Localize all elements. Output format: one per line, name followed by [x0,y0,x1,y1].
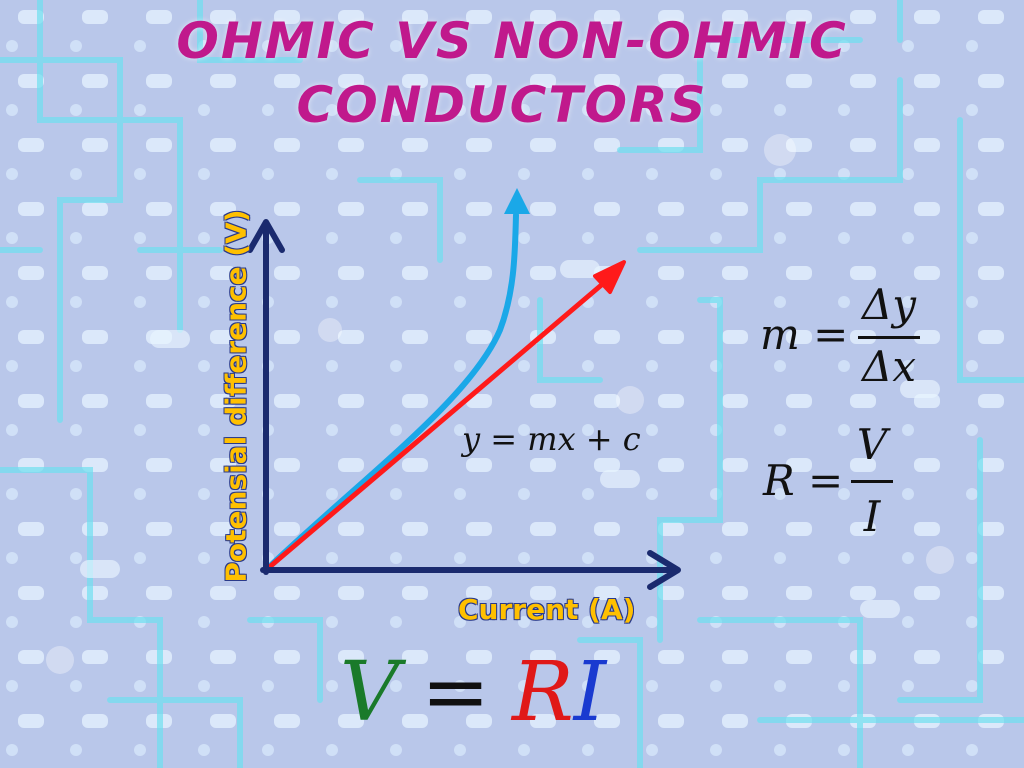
resistance-lhs: R = [763,456,844,505]
ohmic-line [263,273,615,573]
non-ohmic-arrowhead [504,188,530,214]
ohms-law-v: V [340,645,400,740]
resistance-fraction-bar [851,480,893,483]
resistance-denominator: I [863,492,881,541]
slide-title-line1: OHMIC VS NON-OHMIC [176,12,848,70]
non-ohmic-curve [263,212,519,573]
ohms-law-equation: V=RI [340,648,606,738]
gradient-numerator: Δy [861,280,917,329]
line-equation: y = mx + c [462,420,641,458]
resistance-numerator: V [856,420,888,469]
x-axis-arrowhead [647,550,681,590]
ohms-law-i: I [573,645,607,740]
x-axis-label: Current (A) [458,593,636,626]
ohmic-arrowhead [593,260,626,294]
gradient-lhs: m = [760,310,849,359]
gradient-fraction-bar [858,336,920,339]
ohms-law-r: R [511,645,574,740]
gradient-denominator: Δx [861,342,917,391]
slide-title-line2: CONDUCTORS [296,76,708,134]
y-axis-arrowhead [247,219,285,253]
ohms-law-equals: = [421,645,490,740]
